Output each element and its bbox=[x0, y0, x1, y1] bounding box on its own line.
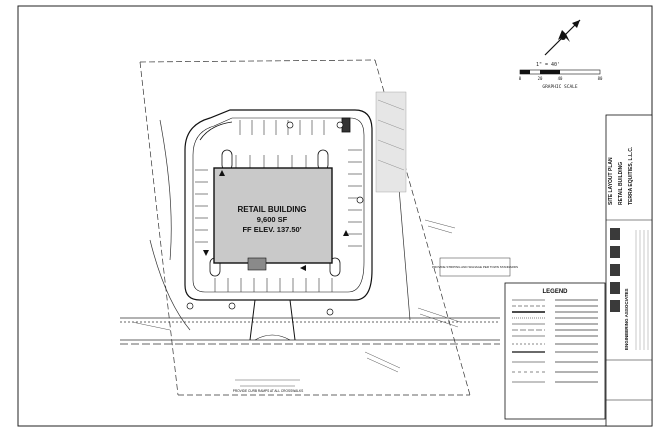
firm-logo bbox=[610, 228, 620, 312]
sheet-title: SITE LAYOUT PLAN bbox=[608, 157, 614, 205]
building-name: RETAIL BUILDING bbox=[237, 205, 306, 214]
parking-note: PROVIDE STRIPING AND SIGNAGE PER TOWN ST… bbox=[432, 257, 518, 277]
firm-name: ENGINEERING ASSOCIATES bbox=[624, 288, 629, 350]
callout-notes bbox=[131, 219, 461, 387]
scale-tick-1: 20 bbox=[538, 76, 543, 81]
utility-structures bbox=[186, 121, 364, 316]
project-name: RETAIL BUILDING bbox=[618, 162, 624, 205]
svg-text:1" = 40': 1" = 40' bbox=[536, 62, 560, 68]
building-ff-elev: FF ELEV. 137.50' bbox=[242, 225, 301, 234]
traffic-arrow-icons bbox=[203, 170, 349, 271]
client-name: TERRA EQUITIES, L.L.C. bbox=[628, 146, 634, 205]
svg-text:PROVIDE STRIPING AND SIGNAGE P: PROVIDE STRIPING AND SIGNAGE PER TOWN ST… bbox=[432, 265, 518, 269]
north-arrow-icon bbox=[544, 19, 581, 56]
building-area: 9,600 SF bbox=[257, 215, 288, 224]
entrance-drive bbox=[249, 299, 296, 341]
retail-building: RETAIL BUILDING 9,600 SF FF ELEV. 137.50… bbox=[213, 167, 333, 271]
scale-label: GRAPHIC SCALE bbox=[542, 84, 578, 90]
scale-tick-2: 40 bbox=[558, 76, 563, 81]
bottom-note: PROVIDE CURB RAMPS AT ALL CROSSWALKS bbox=[233, 389, 304, 393]
title-block: SITE LAYOUT PLAN RETAIL BUILDING TERRA E… bbox=[605, 114, 653, 427]
graphic-scale: 1" = 40' 0 20 40 80 GRAPHIC SCALE bbox=[519, 62, 603, 90]
landscape-hatch bbox=[375, 91, 407, 193]
parking-lot bbox=[184, 109, 373, 301]
scale-tick-3: 80 bbox=[598, 76, 603, 81]
parking-stalls bbox=[195, 120, 362, 292]
property-linework bbox=[120, 59, 500, 396]
legend-box: LEGEND bbox=[504, 282, 606, 420]
legend-title: LEGEND bbox=[542, 289, 568, 295]
scale-tick-0: 0 bbox=[519, 76, 522, 81]
